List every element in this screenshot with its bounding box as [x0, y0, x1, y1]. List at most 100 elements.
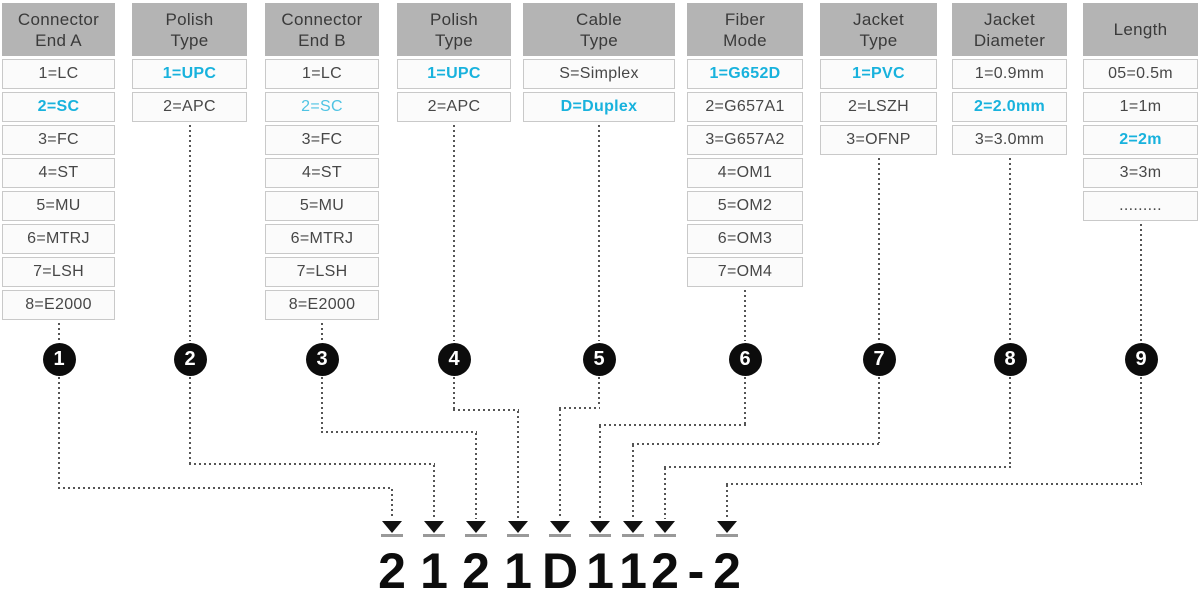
step-marker-9: 9	[1124, 343, 1158, 376]
option-cell: 5=MU	[2, 191, 115, 221]
dotted-connector-line	[559, 409, 561, 519]
dotted-connector-line	[321, 431, 477, 433]
arrow-baseline	[465, 534, 487, 537]
step-marker-1: 1	[42, 343, 76, 376]
option-cell: 6=MTRJ	[2, 224, 115, 254]
dotted-connector-line	[391, 489, 393, 519]
dotted-connector-line	[726, 485, 728, 519]
dotted-connector-line	[58, 377, 60, 487]
option-cell: .........	[1083, 191, 1198, 221]
column-header-line: Fiber	[724, 9, 766, 29]
dotted-connector-line	[744, 290, 746, 341]
dotted-connector-line	[453, 125, 455, 341]
option-cell: 3=OFNP	[820, 125, 937, 155]
option-cell: 3=FC	[2, 125, 115, 155]
arrow-baseline	[622, 534, 644, 537]
option-cell: 6=OM3	[687, 224, 803, 254]
option-cell: 1=LC	[2, 59, 115, 89]
step-marker-5: 5	[582, 343, 616, 376]
option-cell: 2=G657A1	[687, 92, 803, 122]
column-header-line: Polish	[429, 9, 479, 29]
dotted-connector-line	[1009, 158, 1011, 341]
step-marker-2: 2	[173, 343, 207, 376]
dotted-connector-line	[58, 487, 393, 489]
option-cell: 7=OM4	[687, 257, 803, 287]
dotted-connector-line	[1140, 377, 1142, 483]
step-marker-6: 6	[728, 343, 762, 376]
dotted-connector-line	[559, 407, 600, 409]
option-cell: 5=OM2	[687, 191, 803, 221]
option-cell: 7=LSH	[2, 257, 115, 287]
arrow-down-icon	[590, 521, 610, 533]
arrow-down-icon	[508, 521, 528, 533]
option-cell: 2=LSZH	[820, 92, 937, 122]
option-cell: 1=UPC	[132, 59, 247, 89]
option-cell: 8=E2000	[2, 290, 115, 320]
dotted-connector-line	[1140, 224, 1142, 341]
option-cell: 2=SC	[2, 92, 115, 122]
dotted-connector-line	[599, 424, 746, 426]
option-cell: 3=FC	[265, 125, 379, 155]
option-cell: 4=OM1	[687, 158, 803, 188]
code-char: 2	[651, 543, 679, 592]
option-cell: 7=LSH	[265, 257, 379, 287]
arrow-down-icon	[382, 521, 402, 533]
column-header-line: Polish	[165, 9, 214, 29]
dotted-connector-line	[189, 125, 191, 341]
option-cell: 4=ST	[265, 158, 379, 188]
column-header-line: Length	[1113, 20, 1168, 39]
column-header: Length	[1083, 3, 1198, 56]
arrow-baseline	[654, 534, 676, 537]
option-cell: 5=MU	[265, 191, 379, 221]
option-cell: 1=1m	[1083, 92, 1198, 122]
arrow-baseline	[716, 534, 738, 537]
arrow-baseline	[549, 534, 571, 537]
column-header-line: Connector	[281, 9, 363, 29]
step-marker-4: 4	[437, 343, 471, 376]
dotted-connector-line	[878, 377, 880, 443]
dotted-connector-line	[664, 468, 666, 519]
dotted-connector-line	[878, 158, 880, 341]
option-cell: 1=G652D	[687, 59, 803, 89]
code-char: D	[541, 543, 579, 592]
column-header-line: Jacket	[984, 9, 1035, 29]
column-header-line: Type	[579, 30, 619, 50]
dotted-connector-line	[321, 323, 323, 341]
dotted-connector-line	[632, 445, 634, 519]
dotted-connector-line	[726, 483, 1142, 485]
arrow-down-icon	[623, 521, 643, 533]
option-cell: 2=2m	[1083, 125, 1198, 155]
arrow-baseline	[507, 534, 529, 537]
option-cell: 2=2.0mm	[952, 92, 1067, 122]
dotted-connector-line	[433, 465, 435, 519]
option-cell: 6=MTRJ	[265, 224, 379, 254]
dotted-connector-line	[1009, 377, 1011, 466]
column-header-line: Type	[859, 30, 898, 50]
step-marker-7: 7	[862, 343, 896, 376]
code-separator: -	[687, 543, 705, 592]
arrow-baseline	[589, 534, 611, 537]
option-cell: D=Duplex	[523, 92, 675, 122]
option-cell: 1=UPC	[397, 59, 511, 89]
option-cell: 3=G657A2	[687, 125, 803, 155]
dotted-connector-line	[517, 411, 519, 519]
step-marker-8: 8	[993, 343, 1027, 376]
dotted-connector-line	[598, 125, 600, 341]
code-char: 1	[420, 543, 448, 592]
dotted-connector-line	[453, 409, 519, 411]
dotted-connector-line	[744, 377, 746, 424]
